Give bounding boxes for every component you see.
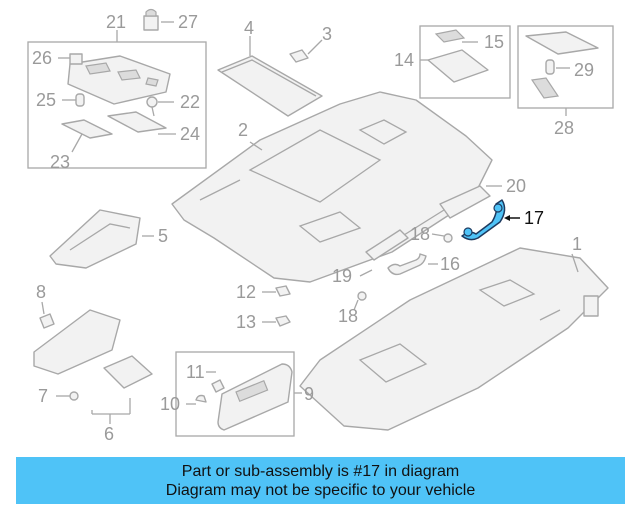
- callout-10: 10: [160, 394, 180, 414]
- callout-12: 12: [236, 282, 256, 302]
- callout-7: 7: [38, 386, 48, 406]
- parts-diagram: 1 2 3 4 5 6 7 8 9 10 11 12 13 14 15 16 1…: [27, 8, 614, 444]
- callout-15: 15: [484, 32, 504, 52]
- part-7-screw: [56, 391, 79, 401]
- group-box-9: [175, 351, 295, 437]
- part-6-console: [33, 309, 153, 424]
- part-16-handle: [387, 253, 438, 276]
- callout-17: 17: [524, 208, 544, 228]
- callout-6: 6: [104, 424, 114, 444]
- part-27-bulb: [143, 8, 174, 31]
- callout-27: 27: [178, 12, 198, 32]
- callout-21: 21: [106, 12, 126, 32]
- callout-23: 23: [50, 152, 70, 172]
- callout-25: 25: [36, 90, 56, 110]
- callout-1: 1: [572, 234, 582, 254]
- callout-26: 26: [32, 48, 52, 68]
- callout-18-a: 18: [410, 224, 430, 244]
- part-19-bracket: [359, 229, 409, 277]
- callout-11: 11: [186, 362, 205, 382]
- callout-8: 8: [36, 282, 46, 302]
- callout-18-b: 18: [338, 306, 358, 326]
- callout-22: 22: [180, 92, 200, 112]
- callout-9: 9: [304, 384, 314, 404]
- callout-5: 5: [158, 226, 168, 246]
- part-18-screw: [353, 233, 453, 311]
- part-13-clip: [262, 315, 291, 327]
- part-9-sun-visor: [186, 363, 293, 431]
- callout-13: 13: [236, 312, 256, 332]
- callout-3: 3: [322, 24, 332, 44]
- callout-2: 2: [238, 120, 248, 140]
- part-22-screw: [146, 96, 174, 117]
- callout-29: 29: [574, 60, 594, 80]
- part-23-lens: [61, 119, 113, 153]
- part-26-clip: [58, 53, 83, 65]
- part-21-map-lamp: [67, 55, 171, 105]
- callout-20: 20: [506, 176, 526, 196]
- part-25-bulb: [62, 93, 85, 107]
- part-24-lens: [107, 111, 176, 135]
- callout-4: 4: [244, 18, 254, 38]
- callout-24: 24: [180, 124, 200, 144]
- info-banner: Part or sub-assembly is #17 in diagram D…: [16, 457, 625, 504]
- part-12-clip: [262, 285, 291, 297]
- part-5-console: [49, 209, 154, 269]
- part-3-clip: [289, 39, 323, 63]
- callout-28: 28: [554, 118, 574, 138]
- banner-line-1: Part or sub-assembly is #17 in diagram: [181, 462, 460, 480]
- callout-19: 19: [332, 266, 352, 286]
- part-1-headliner: [299, 247, 609, 431]
- part-4-pad: [217, 36, 323, 117]
- part-17-grab-handle: [461, 199, 520, 241]
- part-8-clip: [39, 301, 55, 329]
- part-14-light: [420, 29, 489, 83]
- part-28-console: [525, 31, 599, 99]
- group-box-14: [419, 25, 511, 99]
- part-20-bracket: [439, 185, 502, 219]
- callout-16: 16: [440, 254, 460, 274]
- banner-line-2: Diagram may not be specific to your vehi…: [165, 481, 476, 499]
- part-2-headliner: [171, 91, 493, 283]
- callout-14: 14: [394, 50, 414, 70]
